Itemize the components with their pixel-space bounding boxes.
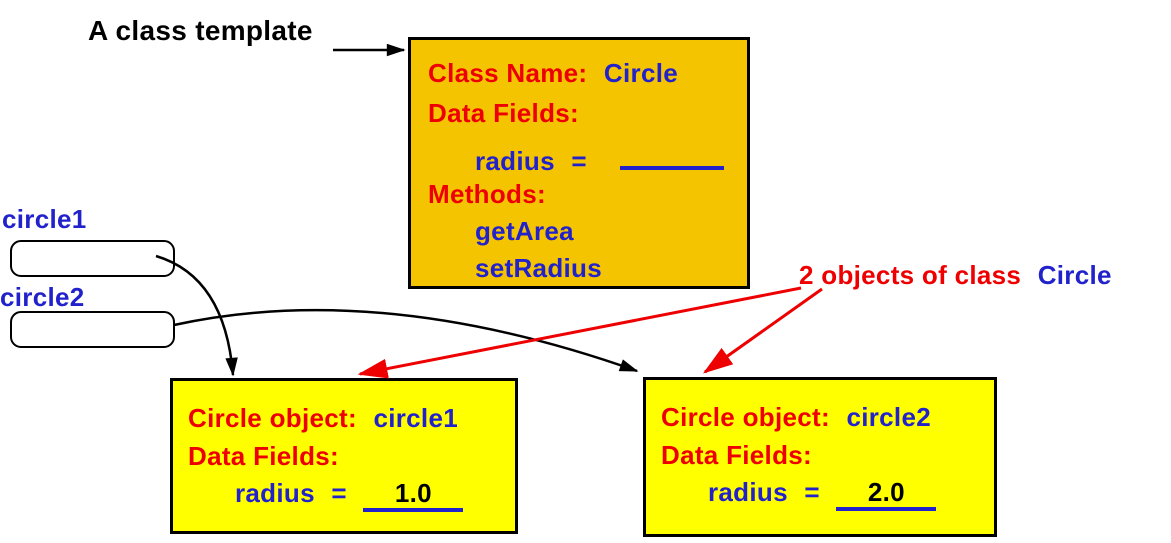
reference-label-circle1: circle1 xyxy=(2,204,87,234)
object2-radius-row: radius = 2.0 xyxy=(708,477,937,511)
object-box-circle2: Circle object: circle2 Data Fields: radi… xyxy=(643,377,997,537)
object1-title-label: Circle object: xyxy=(188,403,357,433)
class-template-caption: A class template xyxy=(88,15,313,46)
object2-title-row: Circle object: circle2 xyxy=(661,402,931,432)
annotation-arrow-circle2 xyxy=(702,287,823,374)
annotation-arrow-circle1 xyxy=(357,286,802,379)
equals-sign: = xyxy=(571,146,587,176)
reference-label-circle2: circle2 xyxy=(0,282,85,312)
field-name: radius xyxy=(475,146,555,176)
object2-field-value: 2.0 xyxy=(836,478,937,511)
object1-field-name: radius xyxy=(235,478,315,508)
class-name-row: Class Name: Circle xyxy=(428,58,678,88)
objects-annotation-label: 2 objects of class Circle xyxy=(799,260,1112,290)
reference-box-circle1 xyxy=(10,240,175,277)
class-name-label: Class Name: xyxy=(428,58,588,88)
class-template-box: Class Name: Circle Data Fields: radius =… xyxy=(408,37,750,289)
method-setradius: setRadius xyxy=(475,253,602,283)
radius-field-row: radius = xyxy=(475,140,725,176)
object2-equals-sign: = xyxy=(804,477,820,507)
object2-field-name: radius xyxy=(708,477,788,507)
objects-annotation-class-name: Circle xyxy=(1037,260,1112,290)
methods-label: Methods: xyxy=(428,179,546,209)
object1-radius-row: radius = 1.0 xyxy=(235,478,464,512)
object-box-circle1: Circle object: circle1 Data Fields: radi… xyxy=(170,378,518,534)
data-fields-label: Data Fields: xyxy=(428,98,579,128)
object1-title-row: Circle object: circle1 xyxy=(188,403,458,433)
object1-equals-sign: = xyxy=(331,478,347,508)
method-getarea: getArea xyxy=(475,216,574,246)
object1-title-value: circle1 xyxy=(373,403,458,433)
reference-box-circle2 xyxy=(10,311,175,348)
blank-underline xyxy=(620,140,725,170)
object2-title-value: circle2 xyxy=(846,402,931,432)
object1-field-value: 1.0 xyxy=(363,479,464,512)
class-name-value: Circle xyxy=(603,58,678,88)
object1-data-fields-label: Data Fields: xyxy=(188,441,339,471)
objects-annotation-red-text: 2 objects of class xyxy=(799,260,1022,290)
pointer-curve-circle2 xyxy=(173,308,639,373)
object2-title-label: Circle object: xyxy=(661,402,830,432)
object2-data-fields-label: Data Fields: xyxy=(661,440,812,470)
